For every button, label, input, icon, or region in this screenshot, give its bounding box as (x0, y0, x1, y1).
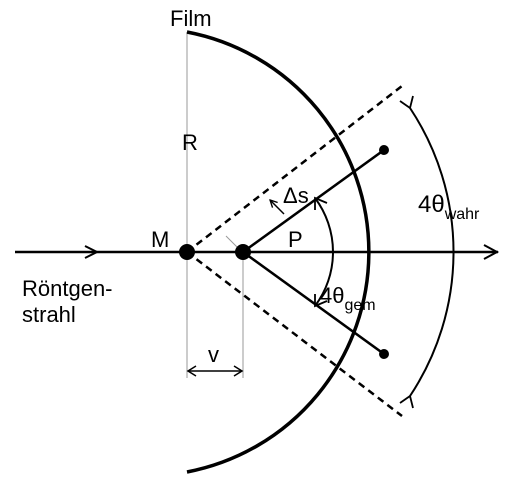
center-point-m (179, 244, 195, 260)
radius-label: R (182, 130, 198, 155)
measured-angle-label: 4θgem (320, 283, 376, 314)
measured-angle-arrow-down (314, 294, 328, 308)
v-arrowhead-left (186, 365, 197, 377)
v-arrowhead-right (233, 365, 244, 377)
dashed-line-upper (186, 85, 403, 253)
short-tick-line (225, 235, 239, 249)
true-angle-arrow-down (399, 394, 414, 409)
beam-arrowhead-left (84, 245, 100, 259)
measured-angle-arc (314, 197, 334, 307)
true-angle-arrow-up (399, 95, 414, 110)
delta-s-arrow (270, 200, 285, 215)
film-intersection-lower (379, 349, 389, 359)
point-label-p: P (288, 227, 303, 252)
beam-label-line1: Röntgen- (22, 276, 113, 301)
beam-arrowhead-right (483, 244, 500, 260)
center-label-m: M (151, 227, 169, 252)
measured-angle-arrow-up (314, 196, 328, 210)
delta-s-label: Δs (283, 183, 309, 208)
beam-label-line2: strahl (22, 302, 76, 327)
film-intersection-upper (379, 145, 389, 155)
sample-point-p (235, 244, 251, 260)
true-angle-label: 4θwahr (418, 191, 480, 223)
true-angle-arc (409, 107, 455, 397)
film-label: Film (170, 6, 212, 31)
offset-label-v: v (208, 342, 219, 367)
dashed-line-lower (186, 251, 403, 417)
diffraction-line-lower (242, 250, 385, 356)
diffraction-line-upper (242, 148, 385, 254)
